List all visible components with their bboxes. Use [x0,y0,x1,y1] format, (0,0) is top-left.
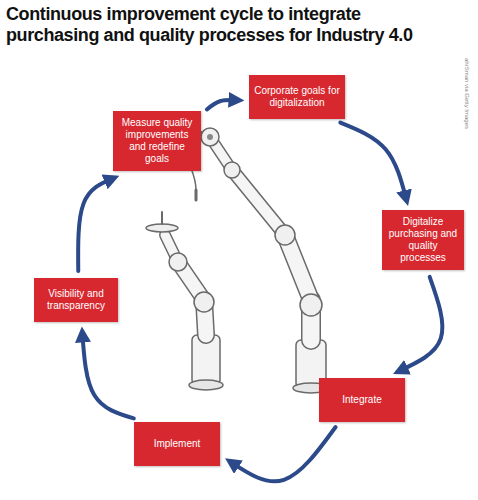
cycle-arrow [207,100,238,109]
robot-segment [232,170,285,235]
box-content: Integrate [342,394,381,406]
robot-segment [232,170,285,235]
box-text: Implement [154,438,201,450]
cycle-arrow [340,123,406,200]
robot-joint [201,128,219,146]
robot-joint [194,292,214,312]
box-text: Measure quality improvements and redefin… [118,117,196,165]
robot-base [189,380,223,390]
watermark-credit: ahrSman via Getty Images [464,58,470,129]
robot-joint [207,134,213,140]
box-text: Visibility and transparency [39,288,113,312]
box-text: Digitalize purchasing and quality proces… [387,216,459,264]
process-box: Corporate goals for digitalization [249,75,345,119]
cycle-arrow [78,178,113,271]
cycle-arrow [82,333,133,419]
process-box: Implement [134,422,220,466]
robot-tool [146,224,178,232]
robot-joint [300,294,322,316]
box-content: Measure quality improvements and redefin… [118,117,196,165]
box-content: Implement [154,438,201,450]
cycle-arrow [230,427,335,481]
process-box: Integrate [319,378,405,422]
process-box: Visibility and transparency [34,278,118,322]
robot-tool [195,190,198,200]
box-text: Corporate goals for digitalization [254,85,340,109]
robot-joint [169,253,187,271]
robot-tool [161,212,163,224]
box-content: Corporate goals for digitalization [254,85,340,109]
robot-joint [275,225,295,245]
diagram-title: Continuous improvement cycle to integrat… [6,4,446,46]
robot-joint [224,162,240,178]
process-box: Digitalize purchasing and quality proces… [382,210,464,270]
box-text: Integrate [342,394,381,406]
box-content: Digitalize purchasing and quality proces… [387,216,459,264]
process-box: Measure quality improvements and redefin… [113,111,201,171]
cycle-arrow [399,277,443,371]
box-content: Visibility and transparency [39,288,113,312]
